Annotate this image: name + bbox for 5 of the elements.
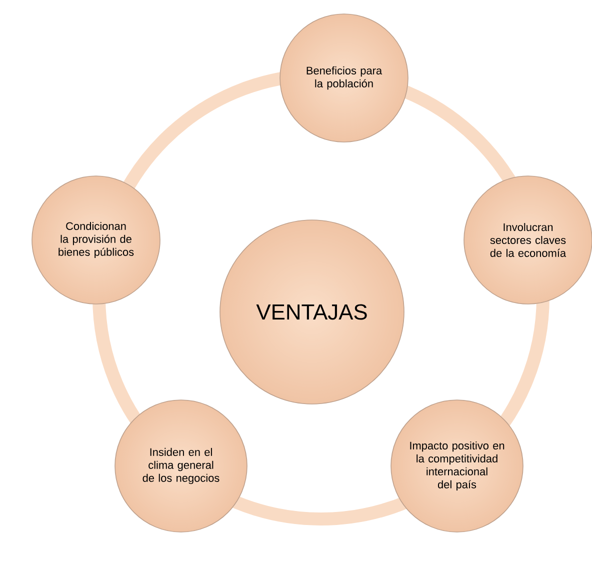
circle-node: VENTAJAS bbox=[220, 220, 404, 404]
circle-node: Impacto positivo en la competitividad internacional del país bbox=[390, 400, 524, 532]
circle-node: Beneficios para la población bbox=[280, 14, 408, 142]
circle-node: Insiden en el clima general de los negocios bbox=[114, 400, 248, 532]
circle-node: Condicionan la provisión de bienes públicos bbox=[32, 176, 160, 304]
